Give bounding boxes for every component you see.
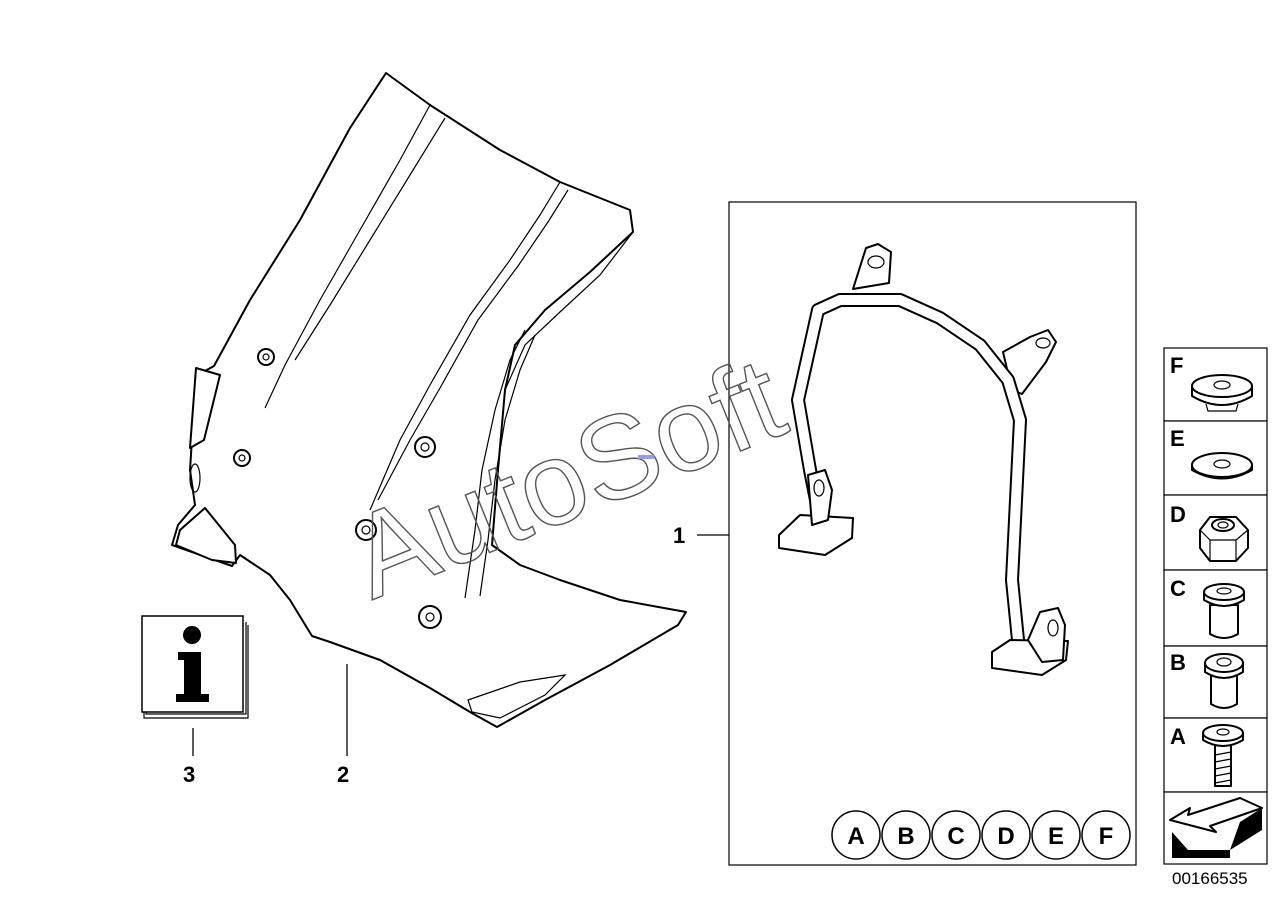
diagram-code: 00166535 <box>1172 869 1248 888</box>
hardware-cell-arrow <box>1163 791 1268 865</box>
svg-text:D: D <box>1170 502 1186 527</box>
info-book-icon <box>141 615 249 719</box>
circle-label-d: D <box>981 810 1031 860</box>
hardware-cell-a: A <box>1163 717 1268 793</box>
svg-text:E: E <box>1170 426 1185 451</box>
windscreen-part <box>171 72 687 728</box>
hex-nut-icon <box>1199 516 1249 562</box>
callout-1: 1 <box>673 523 685 548</box>
svg-text:A: A <box>847 823 864 850</box>
mount-hole <box>233 449 251 467</box>
hardware-panel: F E D <box>1163 347 1268 865</box>
svg-text:F: F <box>1170 353 1183 378</box>
svg-text:D: D <box>997 823 1014 850</box>
callout-3: 3 <box>183 762 195 787</box>
svg-text:B: B <box>897 823 914 850</box>
mount-hole <box>257 348 275 366</box>
hardware-cell-c: C <box>1163 569 1268 647</box>
svg-text:A: A <box>1170 724 1186 749</box>
rivet-nut-icon <box>1203 583 1245 639</box>
mount-hole <box>414 436 436 458</box>
circle-label-e: E <box>1031 810 1081 860</box>
svg-text:E: E <box>1048 823 1064 850</box>
mount-hole <box>355 519 377 541</box>
circle-label-c: C <box>931 810 981 860</box>
hardware-cell-f: F <box>1163 347 1268 422</box>
hardware-cell-b: B <box>1163 645 1268 719</box>
svg-text:B: B <box>1170 650 1186 675</box>
callout-2: 2 <box>337 762 349 787</box>
grommet-icon <box>1191 374 1253 412</box>
mounting-bracket-part <box>778 243 1069 676</box>
arrow-left-icon <box>1169 797 1263 858</box>
svg-text:C: C <box>1170 576 1186 601</box>
circle-label-b: B <box>881 810 931 860</box>
circle-label-a: A <box>831 810 881 860</box>
washer-icon <box>1191 452 1253 480</box>
hardware-cell-e: E <box>1163 420 1268 496</box>
mount-hole <box>418 605 442 629</box>
svg-text:C: C <box>947 823 964 850</box>
hardware-cell-d: D <box>1163 494 1268 571</box>
svg-text:F: F <box>1099 823 1114 850</box>
circle-label-f: F <box>1081 810 1131 860</box>
bracket-frame <box>728 201 1137 866</box>
screw-icon <box>1202 724 1244 787</box>
circle-label-row: A B C D E F <box>831 810 1131 860</box>
threaded-insert-icon <box>1204 653 1244 709</box>
